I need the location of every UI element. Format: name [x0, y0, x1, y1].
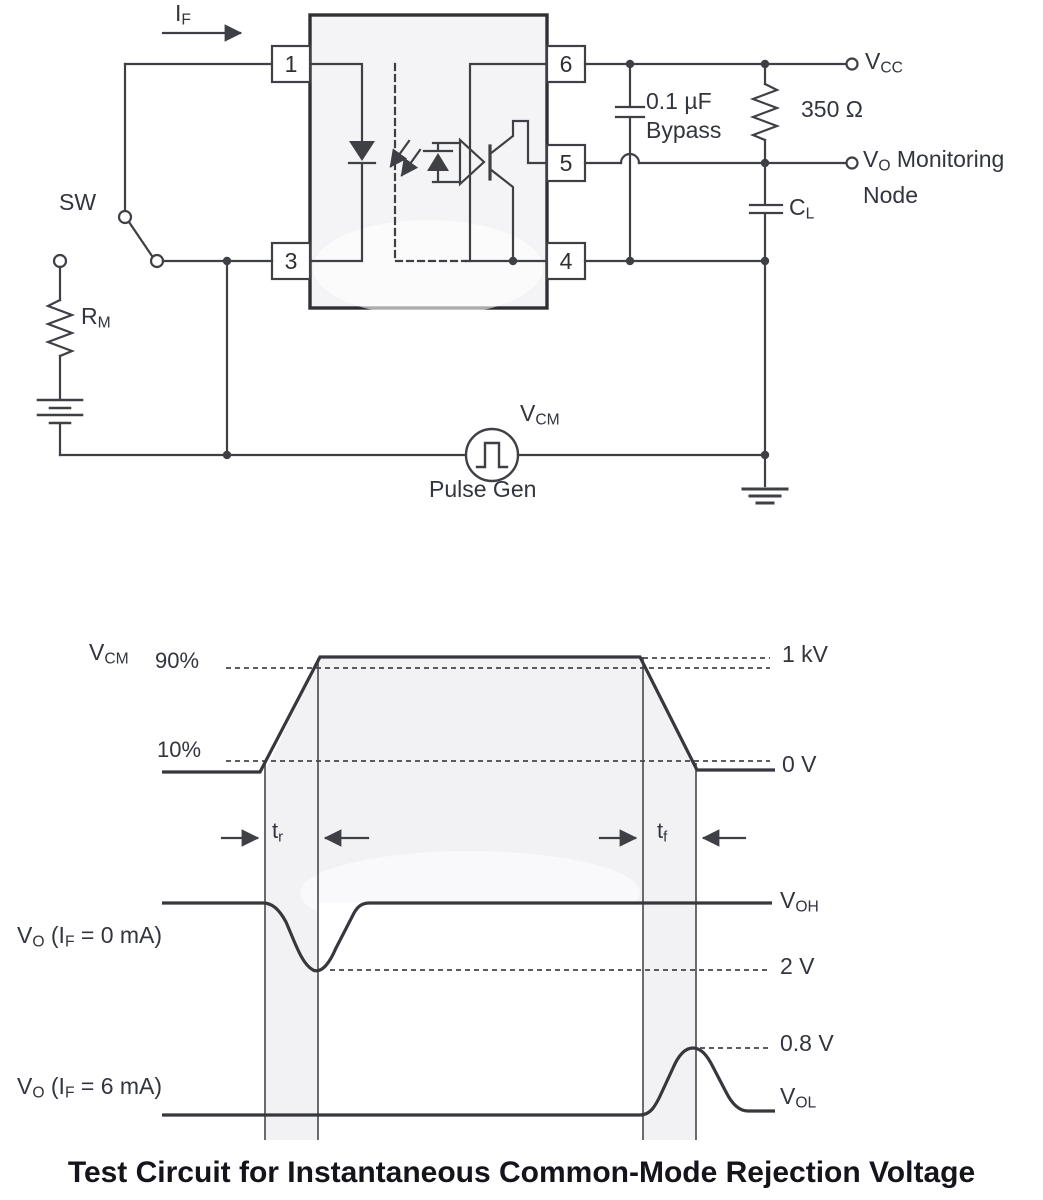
tf-label: tf — [657, 818, 668, 846]
optical-isolation-barrier — [393, 62, 468, 263]
figure-caption: Test Circuit for Instantaneous Common-Mo… — [67, 1156, 976, 1189]
vcc-label: VCC — [865, 48, 903, 77]
pulse-gen-label: Pulse Gen — [429, 476, 537, 502]
vo-if6-label: VO (IF = 6 mA) — [17, 1073, 163, 1102]
timing-marker-lines — [264, 657, 697, 1140]
pin-4-label: 4 — [559, 248, 573, 274]
vcc-terminal — [845, 57, 859, 71]
light-arrows-icon — [389, 139, 422, 177]
wf-10pct-label: 10% — [157, 737, 202, 762]
pulse-generator-icon — [464, 427, 520, 483]
vol-label: VOL — [780, 1083, 817, 1112]
wf-0v-label: 0 V — [782, 751, 817, 777]
pin-3-label: 3 — [284, 248, 298, 274]
wf-2v-label: 2 V — [780, 953, 815, 979]
vcm-waveform — [162, 655, 775, 774]
bypass-value-label: 0.1 µF — [646, 88, 712, 114]
cl-label: CL — [789, 194, 815, 223]
bypass-capacitor-icon — [614, 62, 646, 263]
vo-0ma-waveform — [162, 901, 772, 973]
tr-label: tr — [272, 818, 284, 846]
shaded-regions — [265, 657, 696, 1140]
vo-node-label: Node — [863, 182, 918, 208]
resistor-rm-icon — [44, 265, 76, 400]
r350-label: 350 Ω — [801, 96, 863, 122]
wf-vcm-label: VCM — [89, 639, 129, 668]
rm-terminal — [52, 253, 68, 269]
rm-label: RM — [81, 303, 111, 332]
vcm-source-label: VCM — [520, 400, 560, 429]
switch-icon — [117, 209, 165, 269]
resistor-350-icon — [749, 62, 781, 165]
vo-terminal — [845, 156, 859, 170]
reference-dashed-lines — [226, 657, 770, 1049]
voh-label: VOH — [780, 887, 819, 916]
photodiode-icon — [422, 141, 462, 184]
timing-diagram — [162, 655, 775, 1140]
wf-90pct-label: 90% — [155, 648, 200, 673]
pin-5-label: 5 — [559, 150, 573, 176]
ground-icon — [741, 453, 789, 505]
pin-boxes — [270, 44, 587, 281]
pin-1-label: 1 — [284, 51, 298, 77]
battery-icon — [36, 398, 84, 457]
circuit-diagram — [36, 13, 859, 505]
transistor-icon — [488, 119, 549, 266]
sw-label: SW — [59, 189, 97, 215]
vo-if0-label: VO (IF = 0 mA) — [17, 922, 163, 951]
pin-6-label: 6 — [559, 51, 573, 77]
wire-hop — [619, 152, 641, 165]
if-label: IF — [175, 0, 191, 29]
wf-1kv-label: 1 kV — [782, 641, 829, 667]
internal-supply-wire — [468, 62, 549, 263]
capacitor-cl-icon — [748, 161, 784, 263]
led-icon — [308, 62, 377, 263]
wf-08v-label: 0.8 V — [780, 1030, 834, 1056]
bypass-word-label: Bypass — [646, 117, 722, 143]
vo-monitoring-label: VO Monitoring — [863, 146, 1005, 175]
ic-package — [308, 13, 549, 316]
amplifier-icon — [458, 137, 486, 187]
vo-6ma-waveform — [162, 1046, 775, 1117]
